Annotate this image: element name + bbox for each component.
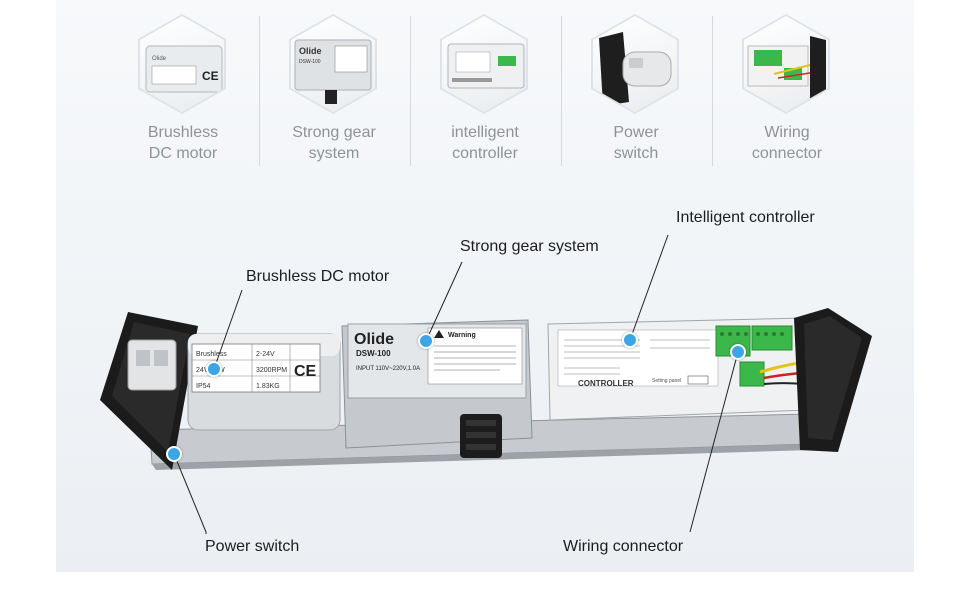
ce-mark: CE (294, 363, 317, 380)
warning-label: Warning (448, 332, 476, 339)
svg-text:Olide: Olide (299, 46, 322, 56)
feature-thumbnail: Olide CE (138, 14, 226, 114)
callout-intelligent-controller: Intelligent controller (676, 209, 815, 226)
motor-spec-1: Brushless (196, 351, 227, 358)
warning-sticker (427, 327, 523, 385)
feature-label: intelligent controller (451, 124, 519, 162)
power-switch-block (127, 339, 177, 391)
hotspot-power-switch[interactable] (166, 446, 182, 462)
terminal-block (739, 361, 765, 387)
brand-logo: Olide (354, 331, 394, 348)
feature-label: Brushless DC motor (147, 124, 219, 162)
feature-thumbnail (742, 14, 830, 114)
model-label: DSW-100 (356, 349, 391, 358)
feature-thumbnail (591, 14, 679, 114)
hotspot-intelligent-controller[interactable] (622, 332, 638, 348)
input-label: INPUT 110V~220V,1.0A (356, 366, 420, 372)
callout-brushless-dc-motor: Brushless DC motor (246, 268, 390, 285)
setting-panel-label: Setting panel (652, 378, 681, 384)
hotspot-wiring-connector[interactable] (730, 344, 746, 360)
hotspot-strong-gear-system[interactable] (418, 333, 434, 349)
feature-label: Power switch (613, 124, 659, 162)
motor-spec-4: IP54 (196, 383, 211, 390)
motor-spec-2: 2-24V (256, 351, 275, 358)
controller-label: CONTROLLER (578, 379, 634, 388)
feature-label: Wiring connector (751, 124, 823, 162)
svg-text:Olide: Olide (152, 56, 167, 62)
callout-wiring-connector: Wiring connector (563, 538, 684, 555)
motor-spec-3: 3200RPM (256, 367, 287, 374)
divider (410, 16, 411, 166)
hotspot-brushless-dc-motor[interactable] (206, 361, 222, 377)
divider (259, 16, 260, 166)
feature-row: Olide CE Brushless DC motor Olide DSW-10… (56, 0, 914, 180)
feature-thumbnail (440, 14, 528, 114)
svg-text:DSW-100: DSW-100 (299, 59, 321, 65)
terminal-block (751, 325, 793, 351)
callout-strong-gear-system: Strong gear system (460, 238, 599, 255)
divider (712, 16, 713, 166)
divider (561, 16, 562, 166)
feature-label: Strong gear system (292, 124, 376, 162)
callout-power-switch: Power switch (205, 538, 300, 555)
motor-spec-5: 1.83KG (256, 383, 280, 390)
callout-lines (173, 234, 739, 534)
svg-text:CE: CE (202, 69, 219, 83)
